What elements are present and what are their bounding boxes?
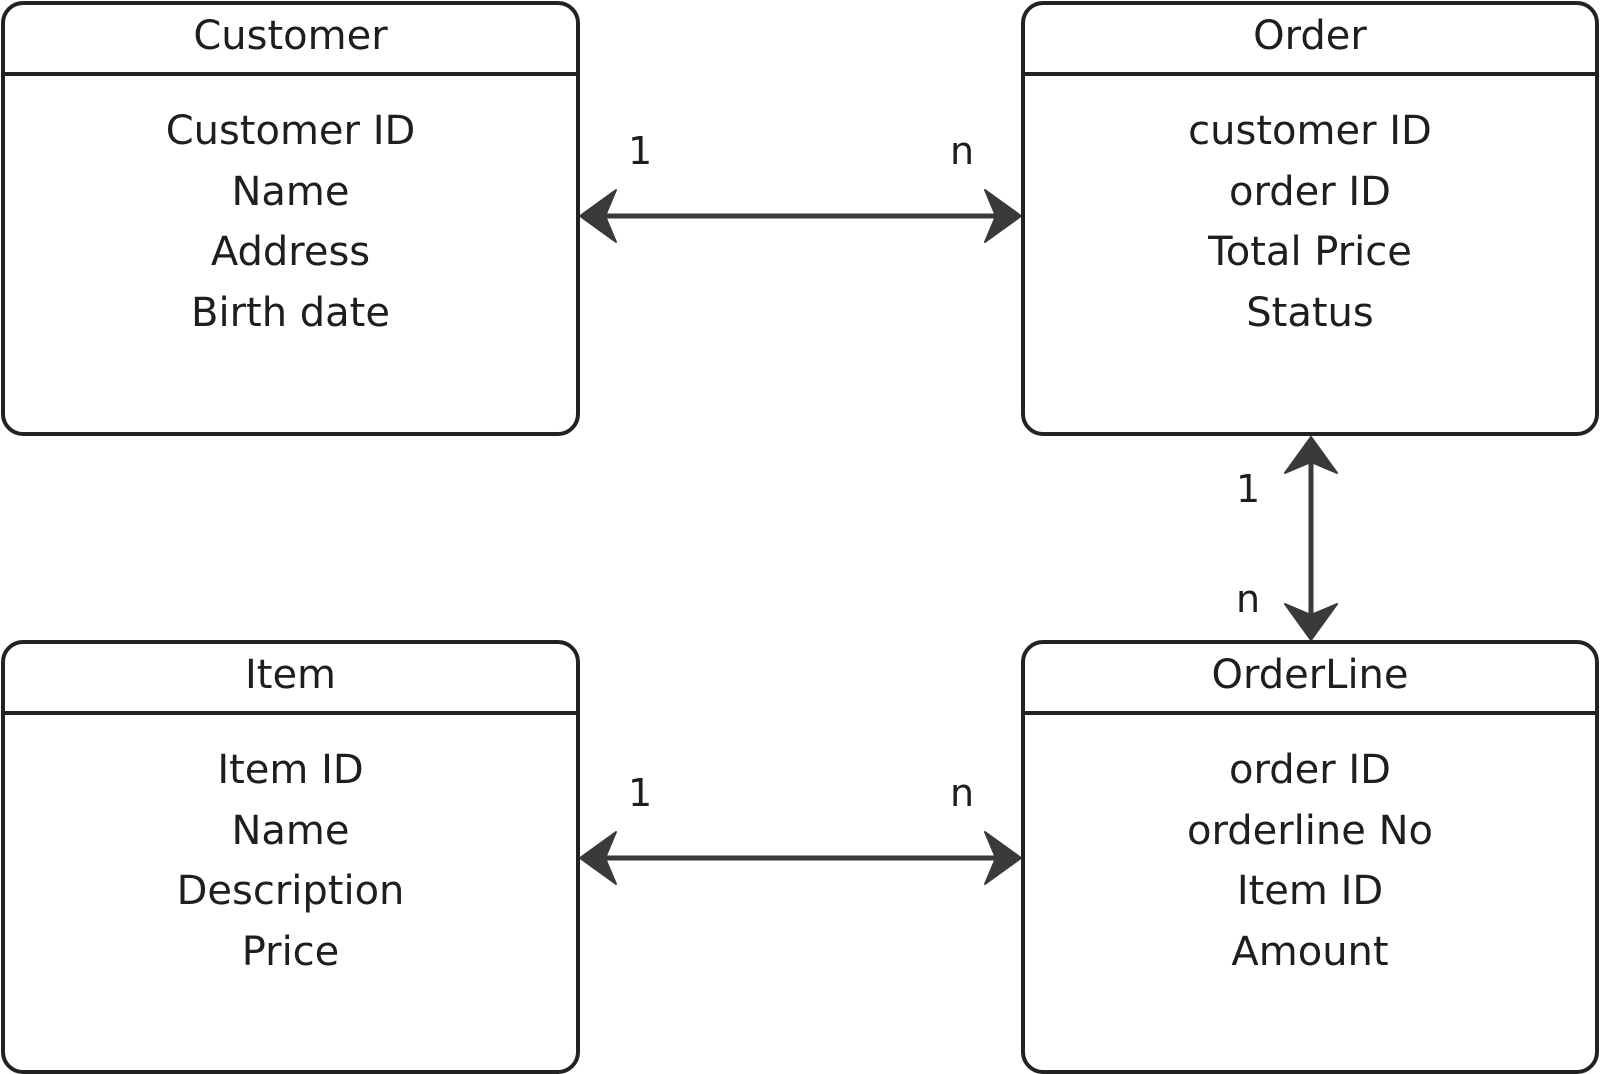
order-end-arrowhead bbox=[984, 189, 1022, 243]
item-end-arrowhead bbox=[579, 831, 617, 885]
customer-order-from-multiplicity: 1 bbox=[628, 129, 652, 173]
field-order-status: Status bbox=[1246, 289, 1374, 336]
field-orderline-order-id: order ID bbox=[1229, 747, 1391, 793]
entity-orderline-fields: order ID orderline No Item ID Amount bbox=[1025, 715, 1595, 982]
field-item-name: Name bbox=[231, 807, 350, 854]
order-end-arrowhead-vertical bbox=[1284, 436, 1338, 474]
field-item-description: Description bbox=[176, 868, 405, 914]
customer-order-to-multiplicity: n bbox=[950, 129, 974, 173]
field-order-total-price: Total Price bbox=[1208, 229, 1412, 275]
entity-order-title: Order bbox=[1025, 5, 1595, 76]
entity-orderline[interactable]: OrderLine order ID orderline No Item ID … bbox=[1021, 640, 1599, 1074]
order-orderline-from-multiplicity: 1 bbox=[1236, 467, 1260, 511]
entity-customer-title: Customer bbox=[5, 5, 576, 76]
field-item-id: Item ID bbox=[217, 747, 364, 793]
customer-end-arrowhead bbox=[579, 189, 617, 243]
field-orderline-item-id: Item ID bbox=[1236, 868, 1384, 914]
field-customer-id: Customer ID bbox=[165, 108, 416, 154]
orderline-end-arrowhead-vertical bbox=[1284, 603, 1338, 641]
field-order-customer-id: customer ID bbox=[1188, 108, 1432, 154]
field-customer-birth-date: Birth date bbox=[191, 289, 390, 336]
entity-customer[interactable]: Customer Customer ID Name Address Birth … bbox=[1, 1, 580, 436]
field-orderline-no: orderline No bbox=[1187, 807, 1433, 854]
entity-order-fields: customer ID order ID Total Price Status bbox=[1025, 76, 1595, 343]
entity-customer-fields: Customer ID Name Address Birth date bbox=[5, 76, 576, 343]
item-orderline-to-multiplicity: n bbox=[950, 771, 974, 815]
entity-order[interactable]: Order customer ID order ID Total Price S… bbox=[1021, 1, 1599, 436]
field-customer-name: Name bbox=[231, 168, 350, 215]
item-orderline-from-multiplicity: 1 bbox=[628, 771, 652, 815]
relationship-order-orderline[interactable]: 1 n bbox=[1236, 436, 1338, 641]
field-customer-address: Address bbox=[210, 229, 371, 275]
field-orderline-amount: Amount bbox=[1231, 928, 1389, 975]
entity-orderline-title: OrderLine bbox=[1025, 644, 1595, 715]
field-item-price: Price bbox=[241, 928, 340, 975]
entity-item-fields: Item ID Name Description Price bbox=[5, 715, 576, 982]
entity-item-title: Item bbox=[5, 644, 576, 715]
orderline-end-arrowhead bbox=[984, 831, 1022, 885]
entity-item[interactable]: Item Item ID Name Description Price bbox=[1, 640, 580, 1074]
relationship-customer-order[interactable]: 1 n bbox=[579, 129, 1022, 243]
order-orderline-to-multiplicity: n bbox=[1236, 577, 1260, 621]
relationship-item-orderline[interactable]: 1 n bbox=[579, 771, 1022, 885]
field-order-order-id: order ID bbox=[1229, 168, 1391, 215]
